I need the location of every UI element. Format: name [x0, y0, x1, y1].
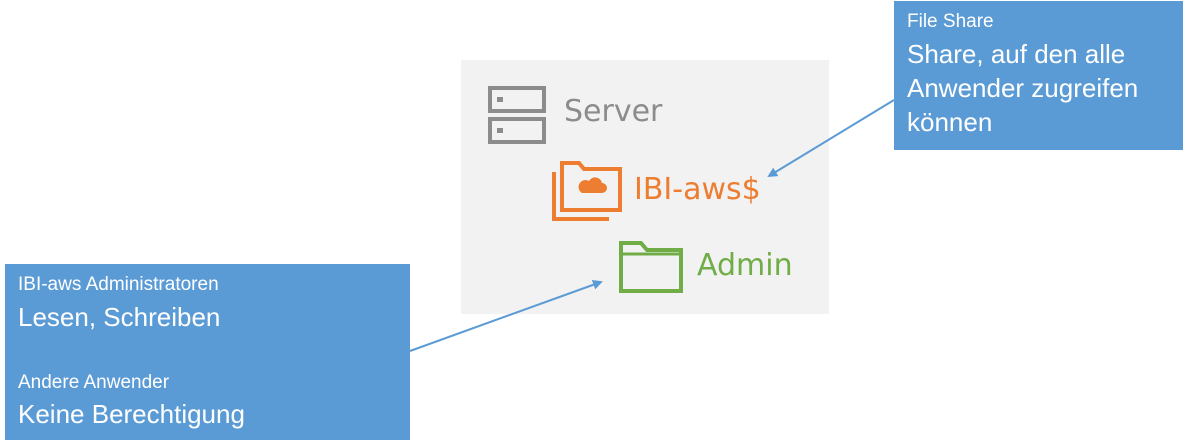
fileshare-callout-description: Share, auf den alle Anwender zugreifen k…	[907, 39, 1139, 137]
server-panel	[461, 60, 829, 314]
fileshare-callout-title: File Share	[907, 11, 994, 32]
cloud-folder-icon	[552, 161, 622, 221]
admin-folder-label: Admin	[697, 248, 793, 283]
server-label: Server	[564, 94, 663, 129]
folder-icon	[619, 241, 683, 293]
permission-group-others: Andere Anwender	[18, 372, 170, 393]
permission-admins-rights: Lesen, Schreiben	[18, 302, 221, 332]
permission-others-rights: Keine Berechtigung	[18, 399, 245, 429]
permission-group-admins: IBI-aws Administratoren	[18, 274, 219, 295]
server-icon	[488, 86, 546, 144]
share-label: IBI-aws$	[634, 172, 761, 207]
fileshare-callout: File Share Share, auf den alle Anwender …	[894, 1, 1183, 150]
permissions-callout: IBI-aws Administratoren Lesen, Schreiben…	[5, 264, 410, 440]
